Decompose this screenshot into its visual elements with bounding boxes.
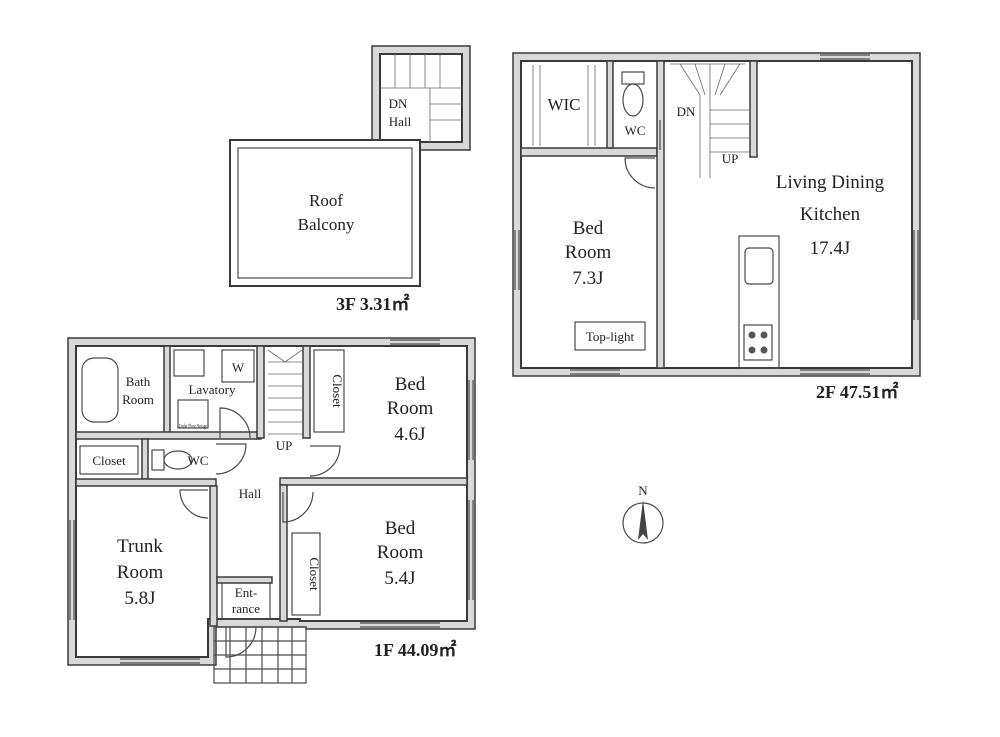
- closet-bed2-frame: [291, 532, 321, 616]
- floor-2f-area: 2F 47.51㎡: [816, 381, 898, 402]
- wall-trunk-hall: [209, 485, 218, 627]
- kitchen-sink: [744, 247, 774, 285]
- closet-left-frame: [79, 445, 139, 475]
- door-swing-bed1: [309, 445, 341, 477]
- roof-balcony-label-2: Balcony: [298, 215, 355, 234]
- bed1-label-2: Room: [387, 398, 434, 419]
- lavatory-label: Lavatory: [189, 382, 236, 397]
- closet-bed2-label: Closet: [307, 557, 322, 591]
- wic-shelving: [532, 65, 596, 146]
- door-swing-trunk: [179, 489, 209, 519]
- ldk-label-2: Kitchen: [800, 204, 861, 225]
- trunk-label-2: Room: [117, 562, 164, 583]
- roof-balcony-label-1: Roof: [309, 191, 343, 210]
- floor-1f: Bath Room W Lavatory Under Floor Storage…: [67, 337, 476, 684]
- storage-hatch: [177, 399, 209, 429]
- wall-lav-stair: [256, 345, 265, 439]
- stair-treads-3f: [380, 54, 462, 142]
- porch-tiles: [213, 626, 307, 684]
- bed2-label-2: Room: [377, 542, 424, 563]
- ldk-size: 17.4J: [810, 238, 851, 259]
- bed-room-2f-label-2: Room: [565, 242, 612, 263]
- trunk-size: 5.8J: [124, 588, 155, 609]
- wall-stair-closet: [302, 345, 311, 439]
- door-swing-bed-2f: [624, 157, 656, 189]
- ldk-label-1: Living Dining: [776, 172, 885, 193]
- wall-bed2-left: [279, 484, 288, 622]
- stove-icon: [743, 324, 773, 361]
- entrance-frame: [221, 582, 271, 620]
- entrance-label-2: rance: [232, 601, 260, 616]
- top-light-frame: [574, 321, 646, 351]
- bed-room-2f-size: 7.3J: [572, 268, 603, 289]
- bed1-label-1: Bed: [395, 374, 426, 395]
- wc-label-2f: WC: [625, 123, 646, 138]
- door-swing-lav-1f: [219, 407, 251, 439]
- bed2-size: 5.4J: [384, 568, 415, 589]
- stair-treads-2f: [670, 63, 750, 178]
- floor-2f-inner: [520, 60, 913, 369]
- trunk-label-1: Trunk: [117, 536, 163, 557]
- floor-3f: DN Hall Roof Balcony 3F 3.31㎡: [229, 45, 471, 314]
- stair-up-label-2f: UP: [722, 151, 739, 166]
- bath-label-1: Bath: [126, 374, 151, 389]
- door-swing-wc-1f: [215, 443, 247, 475]
- roof-balcony-inner: [237, 147, 413, 279]
- door-swing-bed2: [282, 491, 314, 523]
- wall-entrance-top: [216, 576, 273, 584]
- wall-row1-bottom: [75, 431, 262, 440]
- toilet-icon-2f: [621, 71, 645, 117]
- floor-1f-area: 1F 44.09㎡: [374, 639, 456, 660]
- toilet-icon-1f: [151, 449, 193, 471]
- stair-tower-3f-inner: [379, 53, 463, 143]
- storage-label: Under Floor Storage: [179, 424, 207, 430]
- stair-dn-label-2f: DN: [677, 104, 696, 119]
- wic-label: WIC: [547, 95, 580, 114]
- compass-north-label: N: [638, 483, 648, 498]
- stair-treads-1f: [267, 349, 303, 435]
- windows-2f: [514, 54, 919, 375]
- stair-hall-label-3f: Hall: [389, 114, 412, 129]
- wall-stair-ldk: [749, 60, 758, 158]
- floor-2f: WIC WC DN UP Bed Room 7.3J Top-light: [512, 52, 921, 402]
- top-light-label: Top-light: [586, 329, 635, 344]
- bed1-size: 4.6J: [394, 424, 425, 445]
- hall-label: Hall: [239, 486, 262, 501]
- wall-bed1-bottom: [279, 477, 468, 486]
- bed-room-2f-label-1: Bed: [573, 218, 604, 239]
- washer-label: W: [232, 360, 245, 375]
- windows-1f: [69, 339, 474, 664]
- wall-wic-wc: [606, 60, 614, 149]
- wall-bath-lav: [163, 345, 171, 437]
- bed2-label-1: Bed: [385, 518, 416, 539]
- stair-dn-label-3f: DN: [389, 96, 408, 111]
- closet-left-label: Closet: [92, 453, 126, 468]
- closet-bed1-frame: [313, 349, 345, 433]
- bath-label-2: Room: [122, 392, 154, 407]
- bathtub: [81, 357, 119, 423]
- stair-up-label-1f: UP: [276, 438, 293, 453]
- washer-box: [221, 349, 255, 383]
- wall-closet-wc: [141, 438, 149, 480]
- floor-3f-area: 3F 3.31㎡: [336, 293, 409, 314]
- wall-wic-bottom: [520, 147, 658, 157]
- compass: N: [622, 483, 664, 544]
- entrance-label-1: Ent-: [235, 585, 257, 600]
- roof-balcony-outer: [229, 139, 421, 287]
- closet-bed1-label: Closet: [330, 374, 345, 408]
- kitchen-counter: [738, 235, 780, 369]
- wall-bed-ldk: [656, 60, 665, 369]
- lavatory-sink: [173, 349, 205, 377]
- wall-row2-bottom: [75, 478, 217, 487]
- compass-needle: [638, 500, 648, 540]
- wc-label-1f: WC: [188, 453, 209, 468]
